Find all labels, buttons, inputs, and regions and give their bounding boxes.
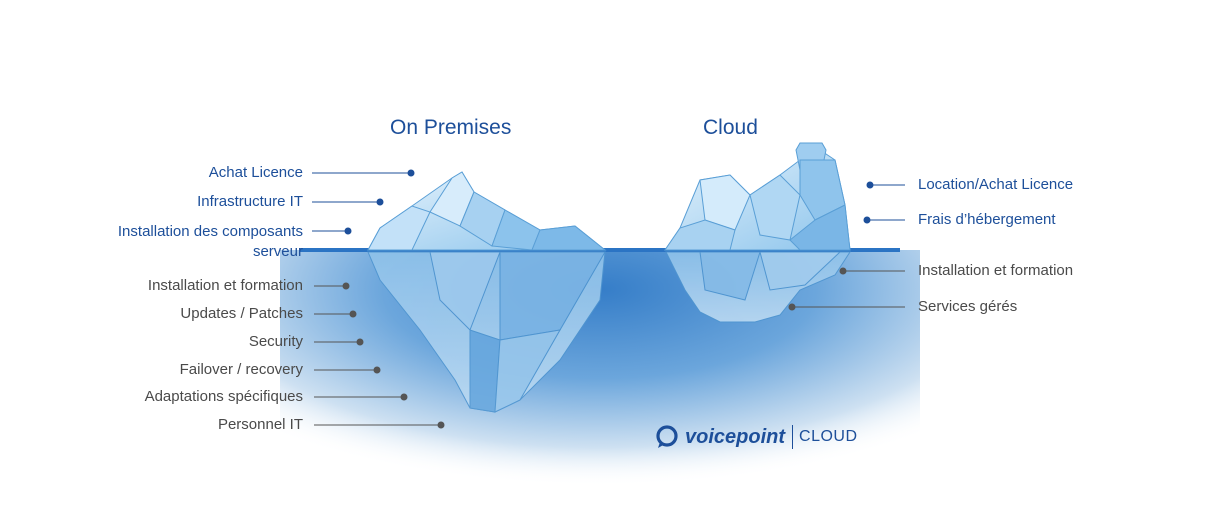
label-installation-composants: Installation des composants serveur [117,223,303,260]
label-services-geres: Services gérés [918,298,1018,315]
label-personnel-it: Personnel IT [217,416,303,433]
logo-product: CLOUD [799,428,858,445]
label-adaptations-specifiques: Adaptations spécifiques [144,388,303,405]
label-frais-hebergement: Frais d’hébergement [918,211,1056,228]
voicepoint-cloud-logo: voicepoint CLOUD [655,422,858,452]
label-infrastructure-it: Infrastructure IT [197,193,303,210]
iceberg-on-premises-bottom [367,251,606,413]
iceberg-on-premises-top [367,171,607,251]
label-failover-recovery: Failover / recovery [179,361,303,378]
label-installation-formation-onprem: Installation et formation [147,277,303,294]
right-leader-lines [788,181,905,311]
logo-brand: voicepoint [685,425,786,448]
label-security: Security [248,333,303,350]
voicepoint-speech-bubble-icon [656,425,678,448]
heading-cloud: Cloud [703,116,758,139]
label-achat-licence: Achat Licence [208,164,303,181]
iceberg-cloud-top [664,142,851,251]
heading-on-premises: On Premises [390,116,512,139]
iceberg-cloud-bottom [665,251,851,323]
logo-divider [792,425,794,449]
label-location-achat-licence: Location/Achat Licence [918,176,1074,193]
label-installation-formation-cloud: Installation et formation [918,262,1074,279]
left-leader-lines [312,169,445,429]
label-updates-patches: Updates / Patches [180,305,303,322]
